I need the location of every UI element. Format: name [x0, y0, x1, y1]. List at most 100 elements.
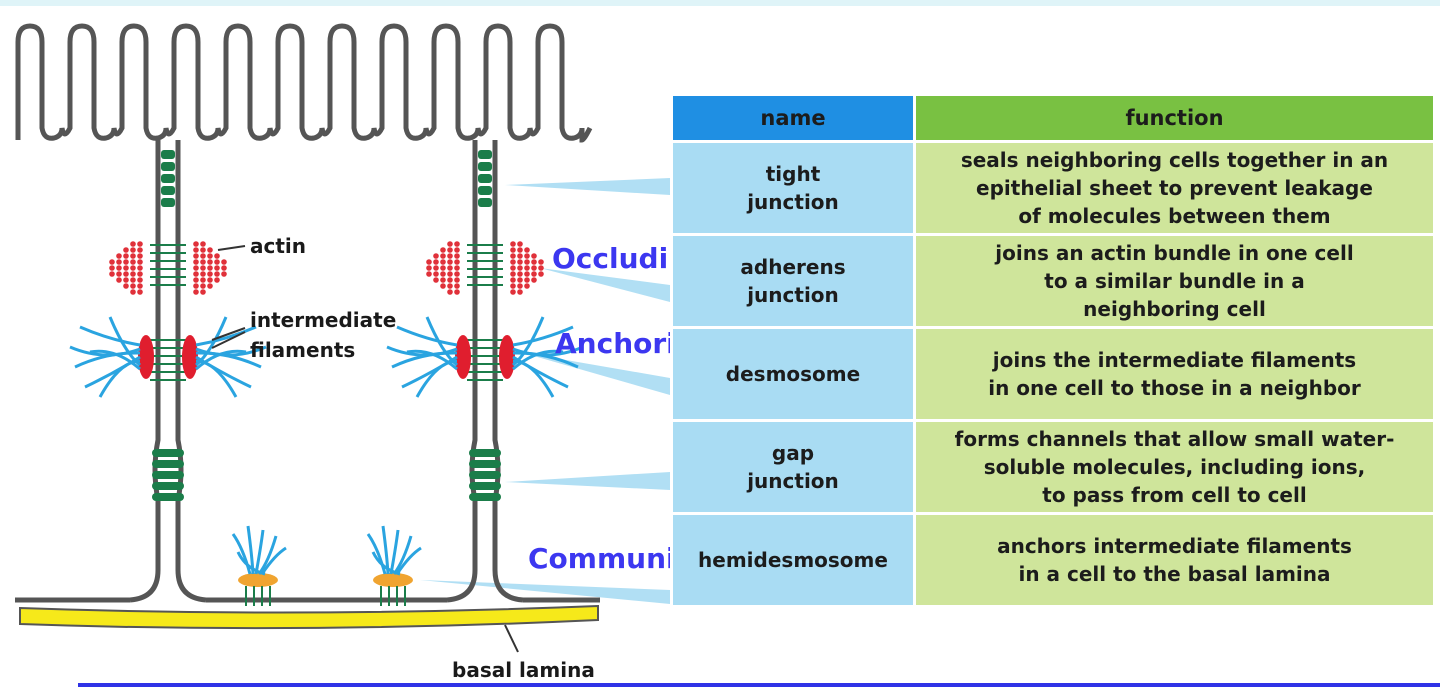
- filaments-leader-2: [211, 331, 246, 349]
- cell-junction-column-right: [386, 150, 584, 501]
- table-row: hemidesmosome anchors intermediate filam…: [673, 515, 1433, 605]
- actin-dot: [193, 289, 199, 295]
- actin-dot: [524, 247, 530, 253]
- actin-dot: [426, 265, 432, 271]
- gap-junction-channel: [469, 482, 501, 490]
- junction-structures: [69, 150, 584, 606]
- apical-microvilli: [15, 23, 593, 143]
- actin-dot: [130, 283, 136, 289]
- actin-dot: [207, 259, 213, 265]
- actin-dot: [221, 271, 227, 277]
- hemidesmosome-b: [366, 525, 422, 606]
- name-column-header: name: [673, 96, 913, 140]
- actin-dot: [433, 259, 439, 265]
- tight-junction-strand: [478, 174, 492, 183]
- actin-dot: [531, 271, 537, 277]
- actin-dot: [538, 265, 544, 271]
- intermediate-filament: [406, 349, 458, 371]
- desmosome-plaque: [138, 335, 154, 379]
- intermediate-filament: [195, 349, 247, 371]
- intermediate-filament: [415, 359, 458, 398]
- actin-dot: [524, 271, 530, 277]
- junction-table: name function tight junction seals neigh…: [670, 93, 1436, 608]
- actin-dot: [137, 283, 143, 289]
- actin-dot: [454, 241, 460, 247]
- actin-dot: [517, 277, 523, 283]
- anchoring-category: Anchoring: [555, 327, 670, 360]
- actin-dot: [200, 253, 206, 259]
- actin-dot: [193, 247, 199, 253]
- intermediate-filament: [108, 316, 141, 367]
- junction-name-cell: hemidesmosome: [673, 515, 913, 605]
- pointer-wedges: [420, 178, 670, 604]
- actin-dot: [130, 277, 136, 283]
- actin-dot: [510, 253, 516, 259]
- actin-dot: [531, 277, 537, 283]
- tight-junction-strand: [478, 162, 492, 171]
- actin-dot: [214, 277, 220, 283]
- occluding-category: Occluding: [552, 242, 670, 275]
- actin-dot: [200, 271, 206, 277]
- communicating-category: Communicating: [528, 542, 670, 575]
- pointer-gap: [505, 472, 670, 490]
- actin-dot: [137, 241, 143, 247]
- actin-dot: [193, 277, 199, 283]
- junction-function-cell: seals neighboring cells together in an e…: [916, 143, 1433, 233]
- junction-function-cell: joins an actin bundle in one cell to a s…: [916, 236, 1433, 326]
- intermediate-filament: [391, 351, 458, 369]
- actin-dot: [447, 259, 453, 265]
- actin-dot: [454, 259, 460, 265]
- actin-dot: [447, 247, 453, 253]
- hemidesmosome-a: [231, 525, 287, 606]
- if-label-line-1: intermediate: [250, 308, 396, 332]
- junction-function-cell: joins the intermediate filaments in one …: [916, 329, 1433, 419]
- intermediate-filament: [79, 325, 141, 347]
- actin-dot: [454, 265, 460, 271]
- intermediate-filament: [512, 351, 579, 369]
- intermediate-filament: [396, 325, 458, 347]
- actin-dot: [214, 265, 220, 271]
- actin-dot: [510, 259, 516, 265]
- junction-function-cell: forms channels that allow small water- s…: [916, 422, 1433, 512]
- gap-junction-channel: [152, 493, 184, 501]
- actin-dot: [200, 277, 206, 283]
- hemidesmosome-plaque: [373, 573, 413, 587]
- actin-dot: [137, 253, 143, 259]
- actin-dot: [510, 241, 516, 247]
- gap-junction-channel: [152, 471, 184, 479]
- actin-dot: [193, 271, 199, 277]
- junction-name-cell: gap junction: [673, 422, 913, 512]
- actin-dot: [517, 265, 523, 271]
- hemidesmosome-filament: [236, 551, 266, 576]
- gap-junction-channel: [469, 449, 501, 457]
- actin-dot: [454, 271, 460, 277]
- actin-dot: [137, 265, 143, 271]
- pointer-hemidesmosome: [420, 580, 670, 604]
- basal-lamina-band: [19, 604, 599, 630]
- actin-dot: [130, 259, 136, 265]
- basal-lamina-label: basal lamina: [452, 658, 595, 682]
- actin-dot: [130, 265, 136, 271]
- actin-dot: [517, 247, 523, 253]
- pointer-adherens: [540, 268, 670, 302]
- actin-dot: [116, 271, 122, 277]
- intermediate-filament: [512, 325, 574, 347]
- bottom-border-bar: [78, 683, 1440, 691]
- intermediate-filament: [512, 316, 545, 367]
- intermediate-filament: [195, 359, 238, 398]
- actin-dot: [517, 289, 523, 295]
- actin-dot: [207, 283, 213, 289]
- pointer-desmosome: [520, 352, 670, 395]
- actin-dot: [538, 271, 544, 277]
- actin-dot: [109, 259, 115, 265]
- basal-lamina-leader: [504, 624, 519, 653]
- junction-function-cell: anchors intermediate filaments in a cell…: [916, 515, 1433, 605]
- tight-junction-strand: [161, 174, 175, 183]
- actin-dot: [531, 259, 537, 265]
- actin-dot: [433, 265, 439, 271]
- actin-dot: [531, 265, 537, 271]
- actin-dot: [517, 241, 523, 247]
- actin-dot: [454, 247, 460, 253]
- junction-name-cell: adherens junction: [673, 236, 913, 326]
